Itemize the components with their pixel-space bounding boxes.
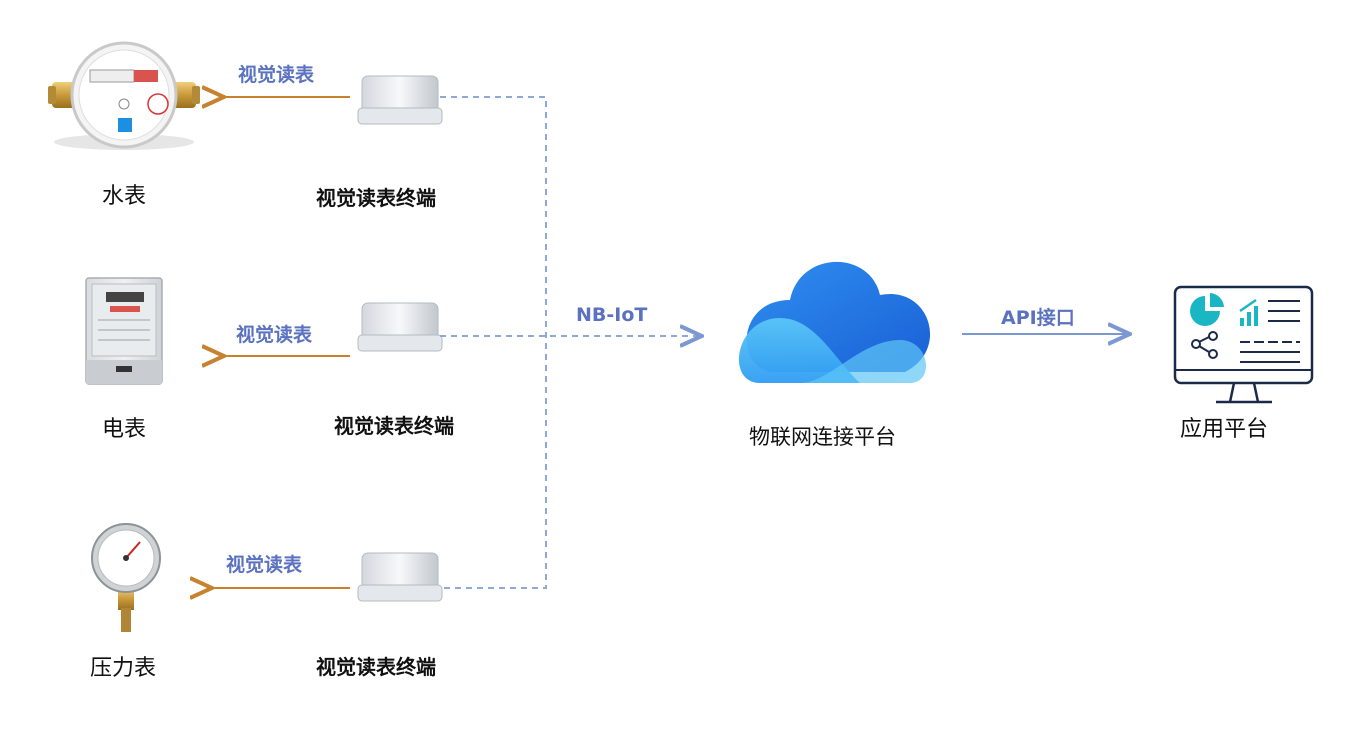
electric-meter-label: 电表 [102,417,147,442]
terminal-label-1: 视觉读表终端 [316,186,436,210]
api-label: API接口 [1001,307,1075,329]
cloud-icon [738,261,931,383]
nbiot-bus [440,96,700,589]
nbiot-label: NB-IoT [576,304,648,326]
app-platform-label: 应用平台 [1180,417,1269,442]
electric-meter-image [85,277,163,385]
terminal-device-2 [357,302,443,352]
water-meter-label: 水表 [102,184,147,209]
pressure-gauge-label: 压力表 [90,656,157,681]
iot-platform-label: 物联网连接平台 [749,425,896,449]
read-label-3: 视觉读表 [226,554,303,576]
terminal-device-1 [357,75,443,125]
read-label-2: 视觉读表 [236,324,313,346]
dashboard-monitor-icon [1173,285,1314,404]
read-label-1: 视觉读表 [238,64,315,86]
pressure-gauge-image [91,523,161,632]
terminal-label-2: 视觉读表终端 [334,414,454,438]
terminal-label-3: 视觉读表终端 [316,655,436,679]
terminal-device-3 [357,552,443,602]
water-meter-image [48,41,200,150]
